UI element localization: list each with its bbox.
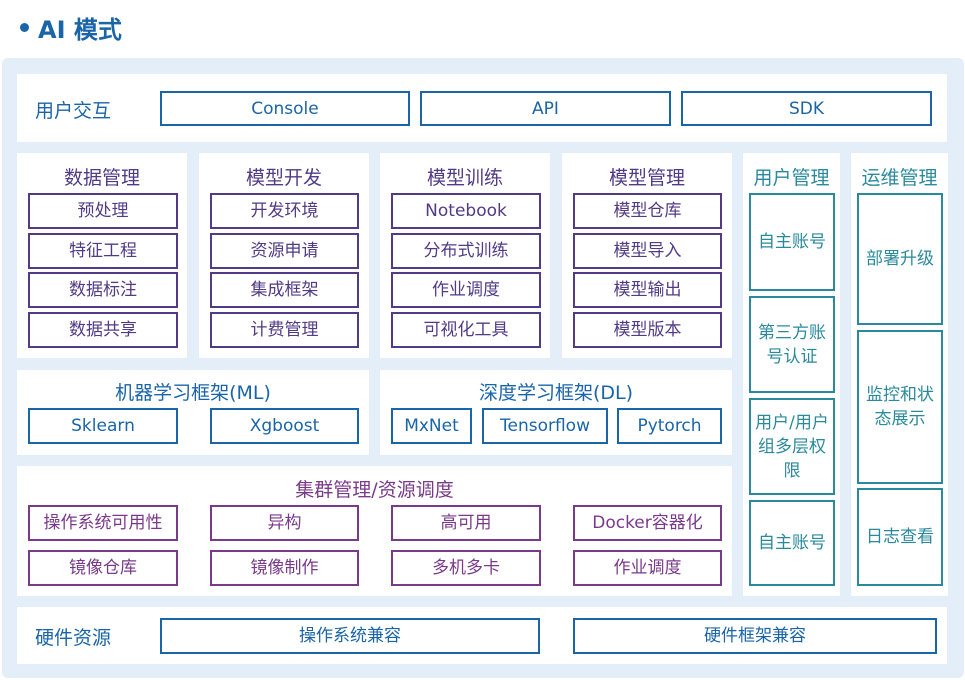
module-title: 模型管理 xyxy=(608,167,685,189)
cluster-item: Docker容器化 xyxy=(573,505,722,541)
user-mgmt-item: 第三方账号认证 xyxy=(749,296,835,393)
sdk-box: SDK xyxy=(681,91,932,126)
framework-item: Pytorch xyxy=(617,408,722,444)
module-item: 模型导入 xyxy=(573,233,722,269)
module-item: Notebook xyxy=(391,193,541,229)
ml-title: 机器学习框架(ML) xyxy=(115,382,271,404)
module-item: 模型输出 xyxy=(573,272,722,308)
framework-item: Sklearn xyxy=(28,408,178,444)
framework-item: Xgboost xyxy=(210,408,359,444)
framework-item: Tensorflow xyxy=(482,408,608,444)
module-item: 模型仓库 xyxy=(573,193,722,229)
module-item: 开发环境 xyxy=(210,193,359,229)
cluster-title: 集群管理/资源调度 xyxy=(295,479,454,501)
cluster-item: 高可用 xyxy=(391,505,541,541)
dl-title: 深度学习框架(DL) xyxy=(478,382,634,404)
module-item: 数据标注 xyxy=(28,272,178,308)
module-item: 集成框架 xyxy=(210,272,359,308)
user-mgmt-item: 用户/用户组多层权限 xyxy=(749,398,835,495)
framework-item: MxNet xyxy=(391,408,472,444)
api-box: API xyxy=(420,91,671,126)
bullet-icon xyxy=(20,23,29,32)
console-box: Console xyxy=(160,91,410,126)
cluster-item: 多机多卡 xyxy=(391,550,541,586)
module-item: 数据共享 xyxy=(28,312,178,348)
cluster-item: 作业调度 xyxy=(573,550,722,586)
module-title: 数据管理 xyxy=(63,167,140,189)
module-item: 特征工程 xyxy=(28,233,178,269)
ops-item: 日志查看 xyxy=(857,488,943,586)
user-mgmt-item: 自主账号 xyxy=(749,500,835,586)
cluster-item: 镜像制作 xyxy=(210,550,359,586)
module-item: 计费管理 xyxy=(210,312,359,348)
module-item: 模型版本 xyxy=(573,312,722,348)
page-title: AI 模式 xyxy=(38,16,122,44)
module-title: 模型训练 xyxy=(426,167,503,189)
module-title: 模型开发 xyxy=(245,167,322,189)
hardware-label: 硬件资源 xyxy=(35,627,112,649)
module-item: 作业调度 xyxy=(391,272,541,308)
module-item: 可视化工具 xyxy=(391,312,541,348)
ops-management-title: 运维管理 xyxy=(861,167,938,189)
cluster-item: 镜像仓库 xyxy=(28,550,178,586)
module-item: 分布式训练 xyxy=(391,233,541,269)
module-item: 资源申请 xyxy=(210,233,359,269)
cluster-item: 操作系统可用性 xyxy=(28,505,178,541)
user-management-title: 用户管理 xyxy=(753,167,830,189)
ops-item: 部署升级 xyxy=(857,193,943,325)
user-interaction-label: 用户交互 xyxy=(35,100,112,122)
cluster-item: 异构 xyxy=(210,505,359,541)
hardware-item: 硬件框架兼容 xyxy=(573,618,937,654)
module-item: 预处理 xyxy=(28,193,178,229)
ops-item: 监控和状态展示 xyxy=(857,330,943,484)
user-mgmt-item: 自主账号 xyxy=(749,193,835,291)
hardware-item: 操作系统兼容 xyxy=(160,618,540,654)
